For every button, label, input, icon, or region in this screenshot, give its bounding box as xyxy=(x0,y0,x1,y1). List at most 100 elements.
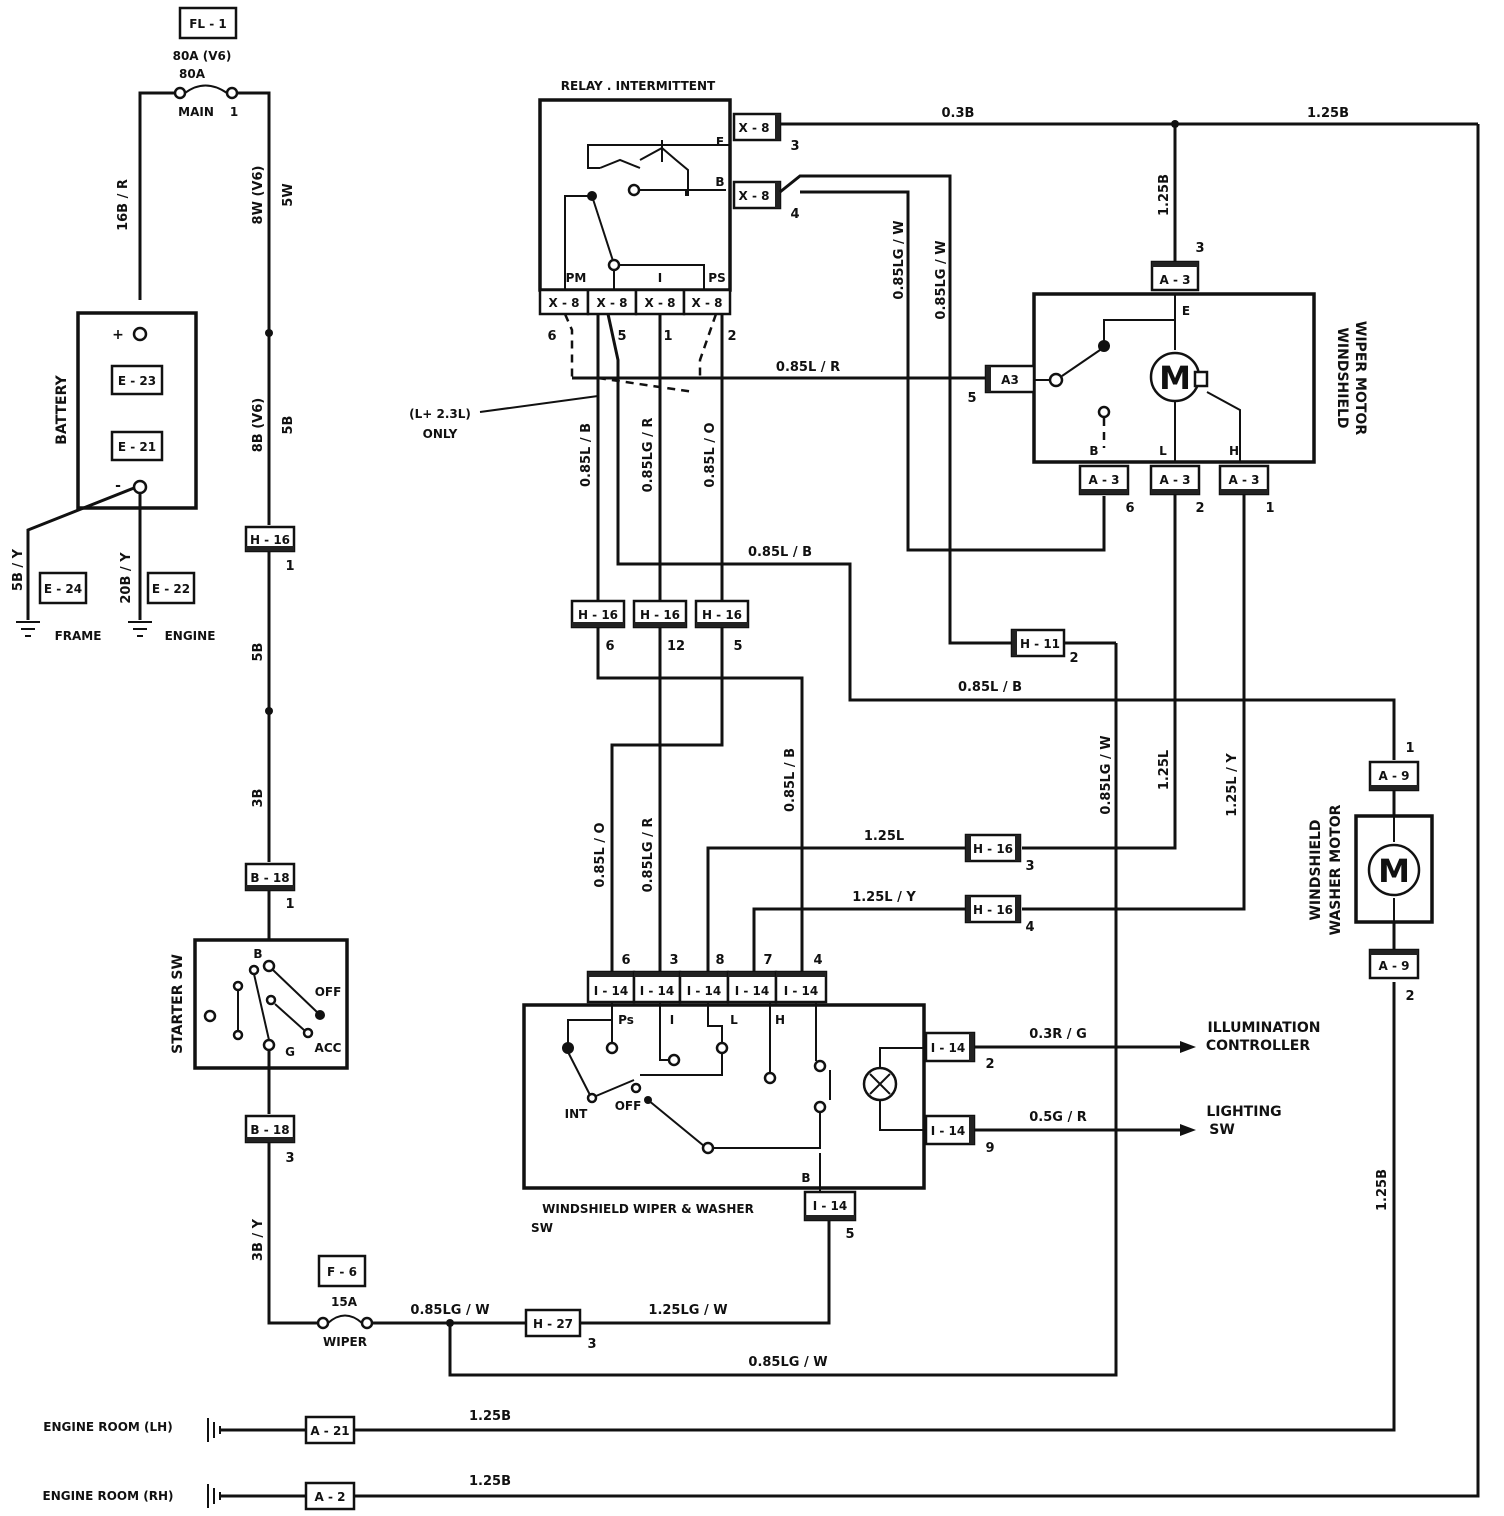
connector-pin: 12 xyxy=(667,639,685,654)
connector-id: A3 xyxy=(1001,373,1019,387)
wiper-motor-label: WINDSHIELD xyxy=(1334,327,1350,428)
wire-label: 8W (V6) xyxy=(251,166,266,225)
switch-term-h: H xyxy=(775,1013,785,1027)
connector-h16-6: H - 16 6 xyxy=(570,599,626,654)
connector-pin: 4 xyxy=(813,953,822,968)
switch-term-l: L xyxy=(730,1013,738,1027)
connector-pin: 2 xyxy=(1069,651,1078,666)
connector-id: X - 8 xyxy=(739,121,770,135)
connector-h16-1: H - 16 1 xyxy=(244,525,296,574)
wire-label: 0.85L / B xyxy=(783,748,798,812)
engine-room-rh: ENGINE ROOM (RH) A - 2 1.25B xyxy=(43,124,1480,1511)
battery-minus: - xyxy=(115,478,121,494)
relay-pin: 1 xyxy=(663,329,672,344)
connector-id: H - 16 xyxy=(640,608,680,622)
ground-frame-label: FRAME xyxy=(55,629,102,643)
connector-id: B - 18 xyxy=(250,1123,289,1137)
fuse-wiper-name: WIPER xyxy=(323,1335,367,1349)
connector-pin: 2 xyxy=(1405,989,1414,1004)
wire-label: 1.25L / Y xyxy=(1225,753,1240,817)
output-lighting: LIGHTING xyxy=(1206,1104,1281,1120)
connector-id: H - 27 xyxy=(533,1317,573,1331)
connector-id: B - 18 xyxy=(250,871,289,885)
switch-label: WINDSHIELD WIPER & WASHER xyxy=(542,1202,754,1216)
connector-pin: 1 xyxy=(1405,741,1414,756)
relay-term-i: I xyxy=(658,271,662,285)
wire-label: 0.85L / O xyxy=(593,822,608,887)
connector-pin: 6 xyxy=(621,953,630,968)
connector-id: A - 3 xyxy=(1160,273,1191,287)
wire-label: 1.25L xyxy=(864,829,904,844)
wire-label: 0.3B xyxy=(942,106,975,121)
relay-term-b: B xyxy=(715,175,724,189)
wire-label: 0.85L / O xyxy=(703,422,718,487)
output-illum: ILLUMINATION xyxy=(1208,1020,1321,1036)
connector-id: X - 8 xyxy=(597,296,628,310)
wire-label: 1.25LG / W xyxy=(648,1303,727,1318)
fuse-main-connector: FL - 1 xyxy=(189,17,227,31)
fuse-main-rating-v6: 80A (V6) xyxy=(173,49,232,63)
connector-pin: 1 xyxy=(1265,501,1274,516)
fuse-main-name: MAIN xyxy=(178,105,214,119)
fuse-wiper-connector: F - 6 xyxy=(327,1265,357,1279)
connector-h16-12: H - 16 12 xyxy=(632,599,688,654)
wire-label: 1.25L / Y xyxy=(852,890,916,905)
connector-pin: 3 xyxy=(1195,241,1204,256)
connector-pin: 2 xyxy=(985,1057,994,1072)
connector-pin: 4 xyxy=(1025,920,1034,935)
wire-label: 16B / R xyxy=(116,179,131,231)
wire-label: 0.3R / G xyxy=(1029,1027,1087,1042)
starter-acc: ACC xyxy=(315,1041,342,1055)
connector-id: A - 3 xyxy=(1089,473,1120,487)
relay-term-pm: PM xyxy=(566,271,587,285)
washer-motor: 1 A - 9 M A - 9 2 WINDSHIELD WASHER MOTO… xyxy=(1308,741,1434,1004)
connector-id: X - 8 xyxy=(692,296,723,310)
wire-label: 0.85LG / W xyxy=(410,1303,489,1318)
note-line2: ONLY xyxy=(423,427,458,441)
connector-pin: 5 xyxy=(967,391,976,406)
wire-label: 0.85LG / W xyxy=(748,1355,827,1370)
relay-pin: 6 xyxy=(547,329,556,344)
connector-pin: 1 xyxy=(285,559,294,574)
wire-label: 0.85LG / W xyxy=(892,220,907,299)
battery-connector: E - 23 xyxy=(118,374,156,388)
relay-pin: 5 xyxy=(617,329,626,344)
output-illum: CONTROLLER xyxy=(1206,1038,1311,1054)
connector-b18-top: B - 18 1 xyxy=(244,862,296,912)
wiper-washer-switch: 6 3 8 7 4 I - 14 I - 14 I - 14 I - 14 I … xyxy=(522,953,995,1242)
wire-label: 0.85L / B xyxy=(579,423,594,487)
wire-label: 1.25B xyxy=(469,1409,511,1424)
relay-term-ps: PS xyxy=(708,271,725,285)
connector-pin: 3 xyxy=(285,1151,294,1166)
connector-id: H - 16 xyxy=(578,608,618,622)
wire-label: 0.85L / B xyxy=(748,545,812,560)
connector-h27: H - 27 3 xyxy=(524,1308,597,1352)
wire-label: 8B (V6) xyxy=(251,398,266,452)
wire-label: 1.25L xyxy=(1157,750,1172,790)
wire-label: 1.25B xyxy=(1375,1169,1390,1211)
connector-h16-4: H - 16 4 xyxy=(964,894,1035,935)
ground-engine: E - 22 ENGINE xyxy=(128,571,215,643)
connector-id: A - 3 xyxy=(1229,473,1260,487)
wire-label: 1.25B xyxy=(1307,106,1349,121)
washer-motor-label: WASHER MOTOR xyxy=(1328,804,1344,935)
wire-label: 0.85L / R xyxy=(776,360,840,375)
note-line1: (L+ 2.3L) xyxy=(409,407,471,421)
connector-pin: 9 xyxy=(985,1141,994,1156)
wire-label: 0.85LG / R xyxy=(641,418,656,493)
relay-title: RELAY . INTERMITTENT xyxy=(561,79,716,93)
switch-term-ps: Ps xyxy=(618,1013,634,1027)
fuse-wiper: F - 6 15A WIPER xyxy=(316,1254,374,1349)
connector-id: I - 14 xyxy=(687,984,722,998)
fuse-main: FL - 1 80A (V6) 80A MAIN 1 xyxy=(173,6,239,119)
wire-label: 0.85LG / W xyxy=(1099,735,1114,814)
engine-room-rh-label: ENGINE ROOM (RH) xyxy=(43,1489,174,1503)
connector-pin: 3 xyxy=(587,1337,596,1352)
ground-frame: E - 24 FRAME xyxy=(16,571,102,643)
battery-connector: E - 21 xyxy=(118,440,156,454)
wiper-term-l: L xyxy=(1159,444,1167,458)
connector-pin: 3 xyxy=(669,953,678,968)
wire-label: 1.25B xyxy=(1157,174,1172,216)
wire-label: 5W xyxy=(281,183,296,206)
